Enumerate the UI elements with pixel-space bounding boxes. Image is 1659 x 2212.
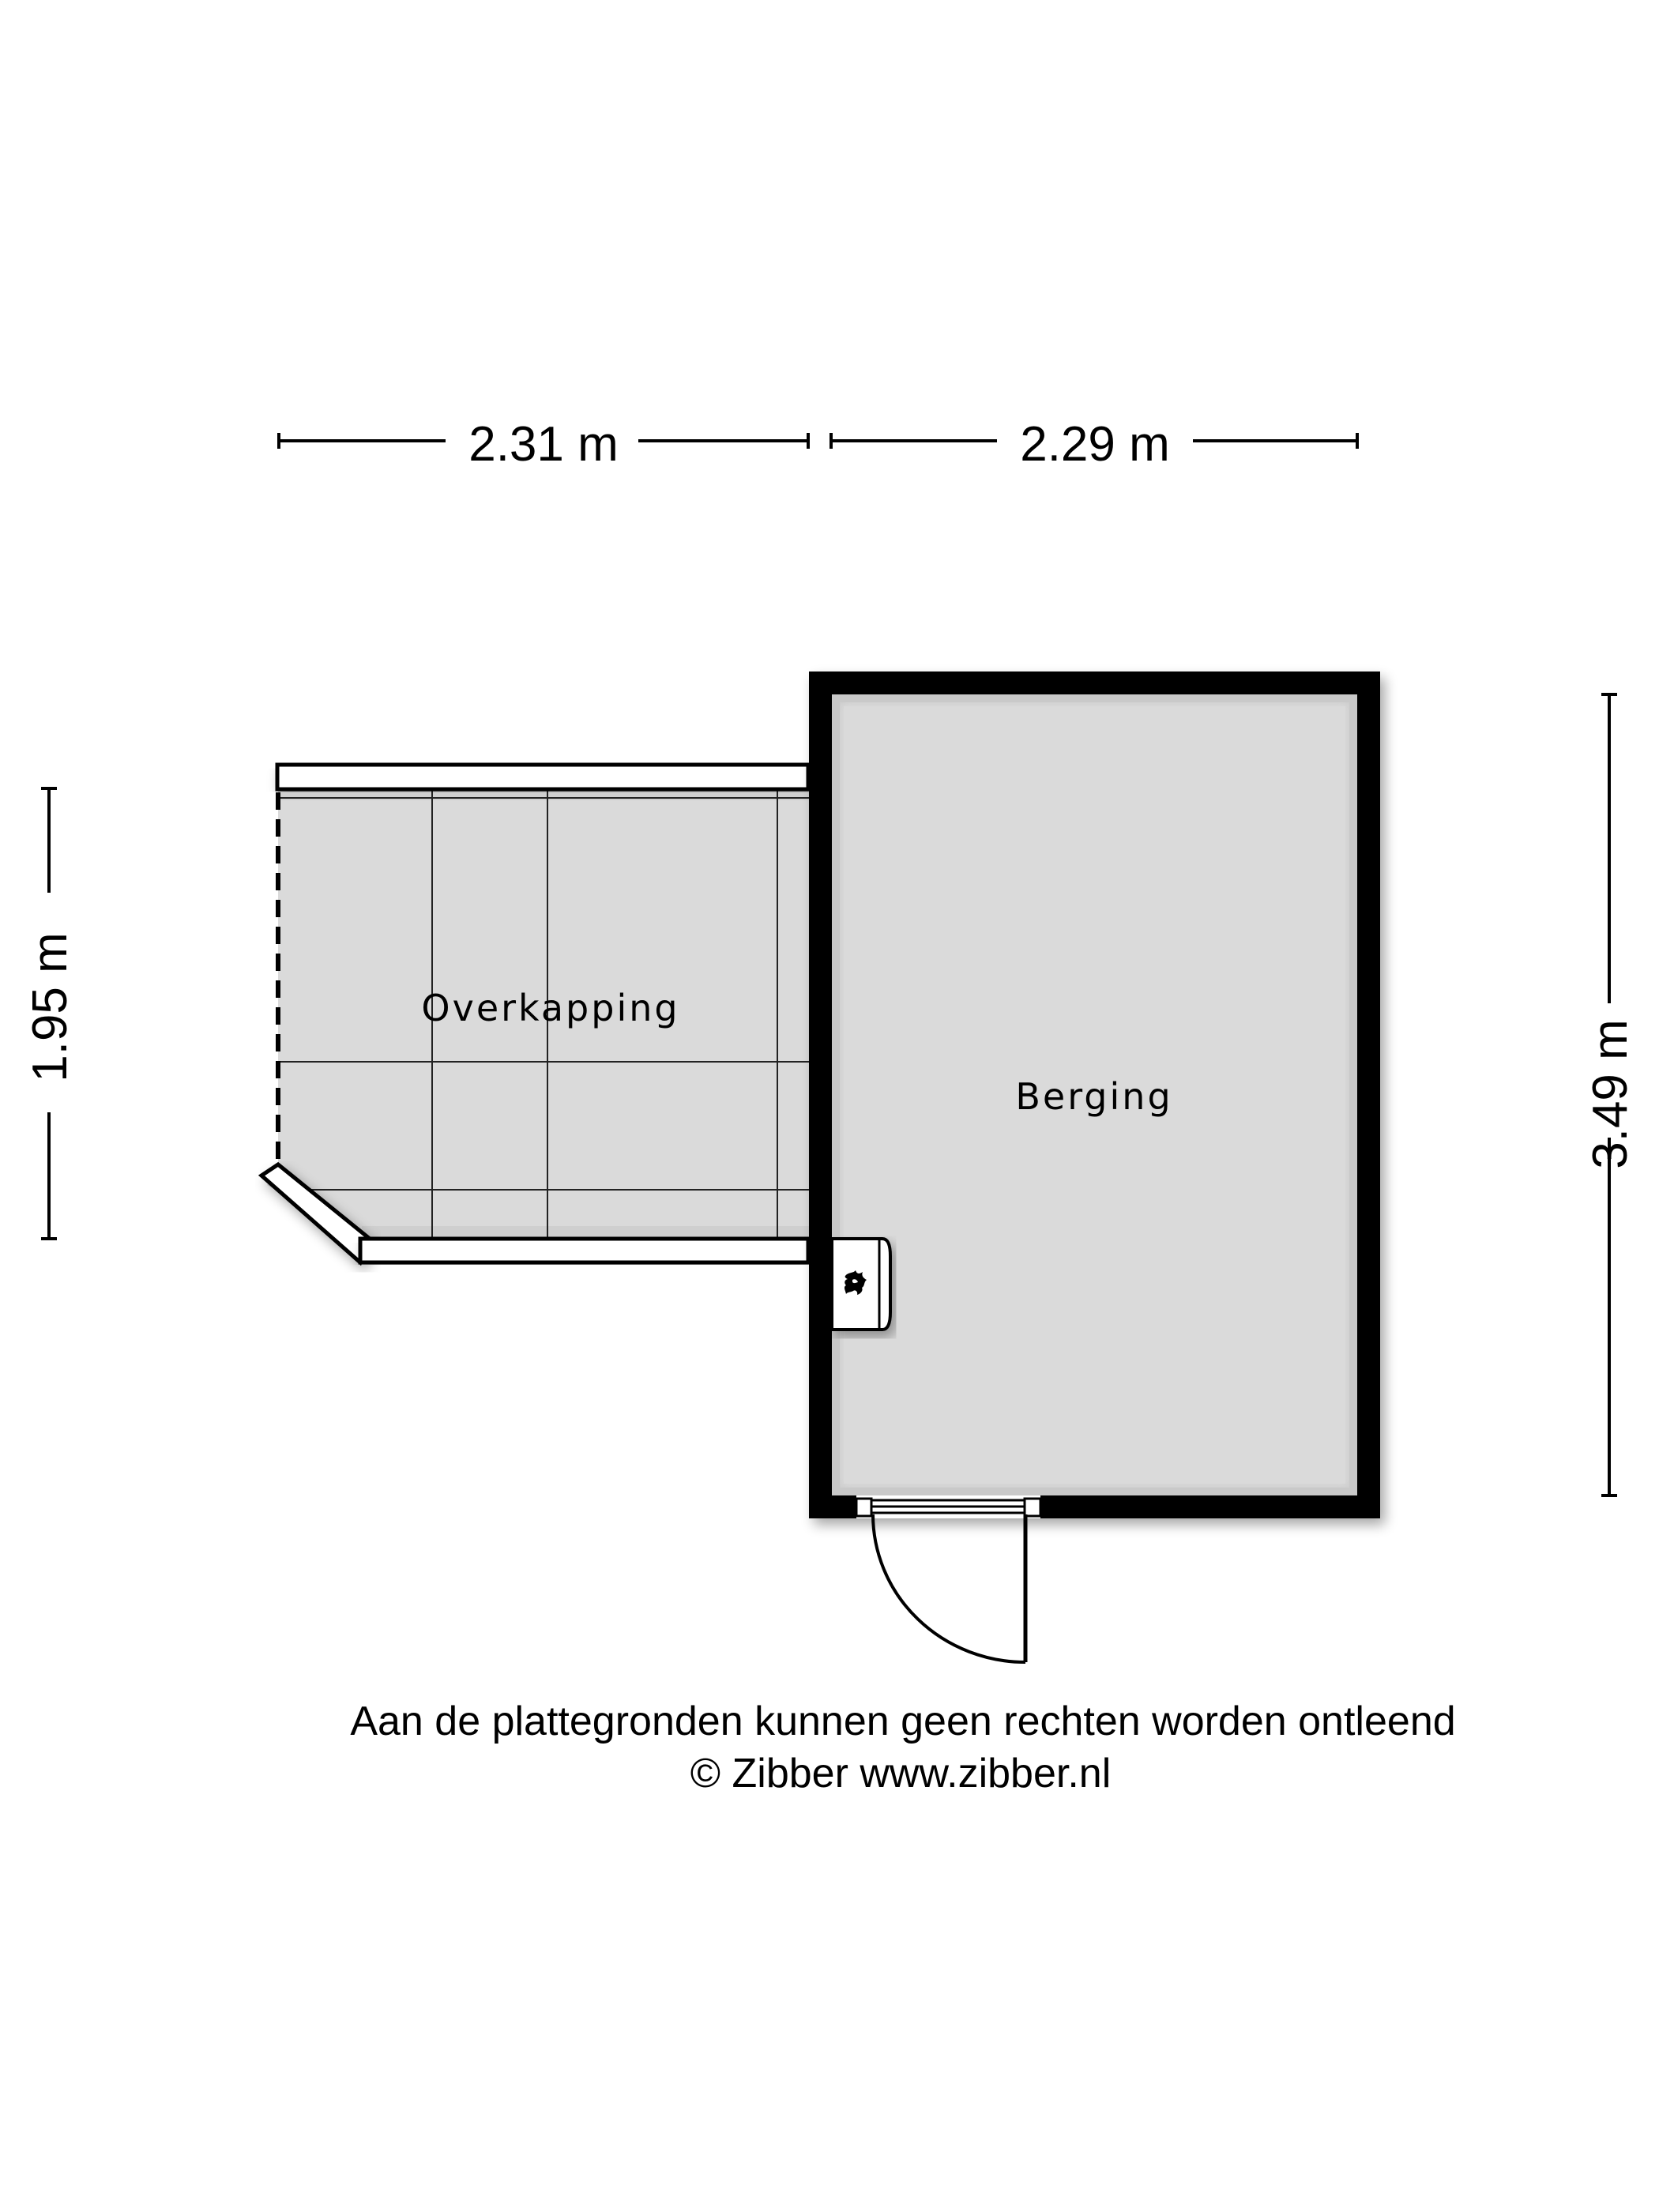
room-label-berging: Berging	[1015, 1075, 1172, 1118]
door-swing-arc	[871, 1514, 1026, 1664]
dimension-label: 3.49 m	[1583, 1019, 1638, 1169]
dimension-top-left: 2.31 m	[277, 417, 810, 472]
room-overkapping: Overkapping	[258, 762, 811, 1266]
dimension-right: 3.49 m	[1583, 693, 1638, 1497]
room-berging: Berging	[809, 672, 1380, 1664]
room-label-overkapping: Overkapping	[421, 987, 679, 1029]
dimension-label: 1.95 m	[23, 932, 77, 1082]
copyright-text: © Zibber www.zibber.nl	[690, 1751, 1112, 1796]
dimension-top-right: 2.29 m	[830, 417, 1359, 472]
beam-bottom	[358, 1236, 811, 1265]
floor-grid	[278, 790, 809, 1239]
dimension-left: 1.95 m	[23, 787, 77, 1240]
flame-icon	[844, 1270, 867, 1295]
door[interactable]	[855, 1495, 1042, 1664]
dimension-label: 2.29 m	[1020, 417, 1170, 472]
dimension-label: 2.31 m	[468, 417, 619, 472]
beam-top	[275, 762, 811, 792]
footer: Aan de plattegronden kunnen geen rechten…	[350, 1698, 1455, 1796]
disclaimer-text: Aan de plattegronden kunnen geen rechten…	[350, 1698, 1455, 1744]
